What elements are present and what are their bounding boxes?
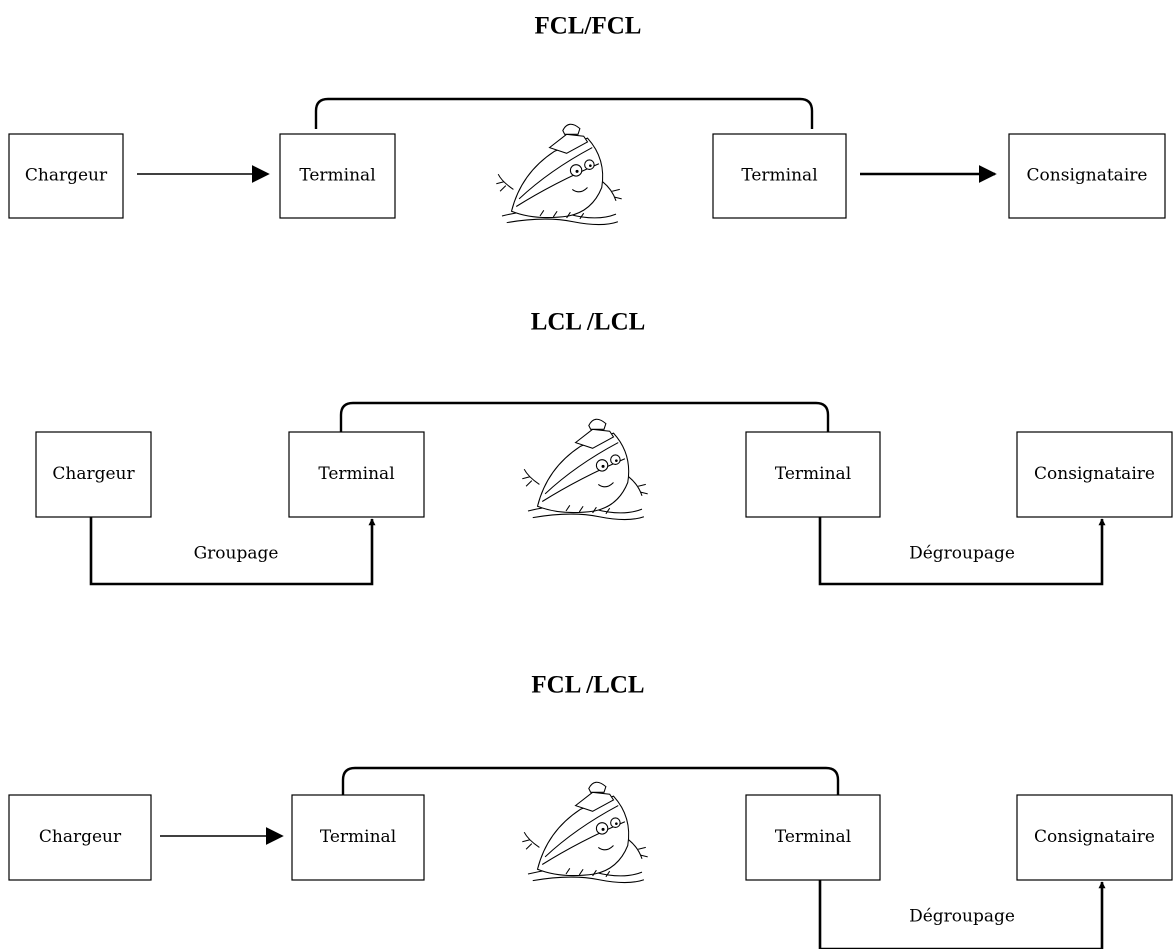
cartoon-ship-icon: [495, 123, 623, 226]
consignee-node-label: Consignataire: [1034, 464, 1155, 484]
origin-terminal-node-label: Terminal: [318, 464, 394, 484]
origin-terminal-node-box: [291, 794, 425, 881]
shipper-node: Chargeur: [8, 133, 124, 219]
shipper-node-label: Chargeur: [39, 827, 122, 847]
consignee-node-box: [1016, 794, 1173, 881]
origin-terminal-node: Terminal: [288, 431, 425, 518]
cartoon-ship-icon: [521, 418, 649, 521]
sea-transit-bracket: [339, 401, 830, 432]
shipper-node-box: [8, 133, 124, 219]
diagram-section-2: LCL /LCL Chargeur Terminal Terminal Consigna…: [35, 309, 1173, 586]
consignee-node-box: [1008, 133, 1166, 219]
origin-terminal-node-box: [288, 431, 425, 518]
origin-terminal-node-box: [279, 133, 396, 219]
consignee-node: Consignataire: [1016, 431, 1173, 518]
diagram-section-1: FCL/FCL Chargeur Terminal Terminal Consignat…: [8, 13, 1166, 226]
destination-terminal-node-label: Terminal: [775, 464, 851, 484]
arrow-shipper-to-terminal-label: Groupage: [194, 544, 279, 564]
consignee-node-label: Consignataire: [1027, 166, 1148, 186]
consignee-node-box: [1016, 431, 1173, 518]
sea-transit-bracket: [341, 766, 840, 795]
diagram-title: FCL/FCL: [535, 13, 642, 40]
shipper-node-box: [8, 794, 152, 881]
shipper-node-label: Chargeur: [25, 166, 108, 186]
diagram-title: FCL /LCL: [531, 672, 644, 699]
destination-terminal-node-label: Terminal: [741, 166, 817, 186]
destination-terminal-node: Terminal: [745, 794, 881, 881]
diagram-section-3: FCL /LCL Chargeur Terminal Terminal Consigna…: [8, 672, 1173, 949]
destination-terminal-node-box: [745, 431, 881, 518]
cartoon-ship-icon: [521, 781, 649, 884]
arrow-shipper-to-terminal: [89, 517, 376, 586]
destination-terminal-node-box: [745, 794, 881, 881]
destination-terminal-node-box: [712, 133, 847, 219]
origin-terminal-node: Terminal: [291, 794, 425, 881]
consignee-node-label: Consignataire: [1034, 827, 1155, 847]
origin-terminal-node-label: Terminal: [320, 827, 396, 847]
shipper-node: Chargeur: [35, 431, 152, 518]
arrow-terminal-to-consignee: [818, 880, 1106, 949]
shipper-node-label: Chargeur: [52, 464, 135, 484]
shipper-node-box: [35, 431, 152, 518]
consignee-node: Consignataire: [1008, 133, 1166, 219]
consignee-node: Consignataire: [1016, 794, 1173, 881]
sea-transit-bracket: [314, 97, 814, 129]
arrow-terminal-to-consignee-label: Dégroupage: [909, 907, 1015, 927]
arrow-terminal-to-consignee-label: Dégroupage: [909, 544, 1015, 564]
origin-terminal-node-label: Terminal: [299, 166, 375, 186]
destination-terminal-node: Terminal: [745, 431, 881, 518]
arrow-terminal-to-consignee: [818, 517, 1106, 586]
shipper-node: Chargeur: [8, 794, 152, 881]
destination-terminal-node: Terminal: [712, 133, 847, 219]
origin-terminal-node: Terminal: [279, 133, 396, 219]
destination-terminal-node-label: Terminal: [775, 827, 851, 847]
diagram-title: LCL /LCL: [531, 309, 646, 336]
